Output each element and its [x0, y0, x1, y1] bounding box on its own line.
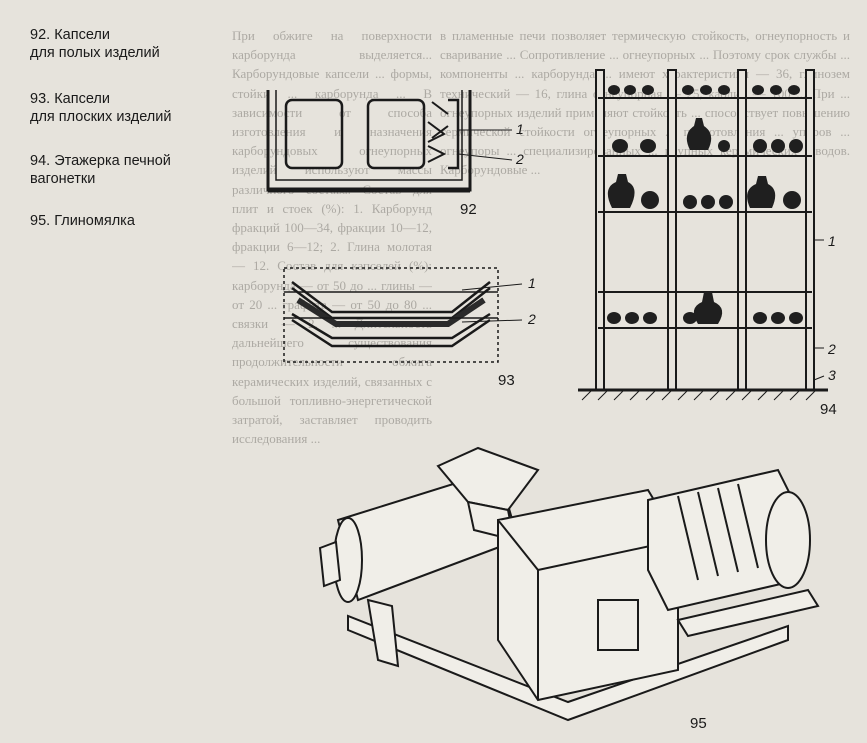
- caption-94: 94. Этажерка печной вагонетки: [30, 152, 171, 188]
- caption-94-title: Этажерка печной: [54, 153, 171, 169]
- caption-93: 93. Капсели для плоских изделий: [30, 90, 171, 126]
- fig95-number: 95: [690, 715, 707, 732]
- caption-92-title-line2: для полых изделий: [30, 45, 160, 61]
- caption-94-number: 94.: [30, 153, 51, 169]
- caption-93-title: Капсели: [54, 91, 110, 107]
- figure-92-hollow-saggars: 1 2 92: [266, 90, 524, 218]
- figure-93-flat-saggars: 1 2 93: [283, 267, 536, 389]
- caption-95-title: Глиномялка: [54, 213, 135, 229]
- figure-95-clay-mixer: 95: [318, 446, 820, 732]
- fig93-label-1: 1: [528, 275, 536, 291]
- caption-95-number: 95.: [30, 213, 51, 229]
- fig93-number: 93: [498, 372, 515, 389]
- caption-93-number: 93.: [30, 91, 51, 107]
- caption-92-number: 92.: [30, 27, 51, 43]
- caption-93-title-line2: для плоских изделий: [30, 109, 172, 125]
- fig94-label-2: 2: [827, 341, 836, 357]
- fig92-label-2: 2: [515, 151, 524, 167]
- fig94-label-1: 1: [828, 233, 836, 249]
- fig94-number: 94: [820, 401, 837, 418]
- caption-95: 95. Глиномялка: [30, 212, 135, 230]
- caption-94-title-line2: вагонетки: [30, 171, 96, 187]
- caption-92-title: Капсели: [54, 27, 110, 43]
- fig92-number: 92: [460, 201, 477, 218]
- fig92-label-1: 1: [516, 121, 524, 137]
- caption-92: 92. Капсели для полых изделий: [30, 26, 160, 62]
- fig93-label-2: 2: [527, 311, 536, 327]
- figure-94-kiln-car-shelving: 1 2 3 94: [578, 69, 837, 418]
- fig94-label-3: 3: [828, 367, 836, 383]
